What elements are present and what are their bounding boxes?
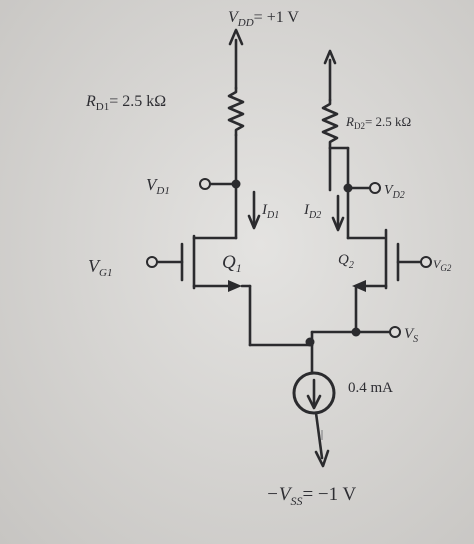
resistor-rd1 [227, 86, 245, 137]
vg2-label: VG2 [433, 257, 452, 273]
vd2-label: VD2 [384, 183, 405, 201]
vs-label: VS [404, 326, 418, 345]
vs-terminal [389, 326, 401, 338]
vg2-terminal [420, 256, 432, 268]
q1-source-arrow [228, 280, 242, 292]
vd1-junction-dot [231, 179, 241, 189]
rd1-label: RD1= 2.5 kΩ [85, 93, 166, 113]
q1-label: Q1 [222, 252, 242, 275]
vg1-terminal [146, 256, 158, 268]
resistor-rd2 [321, 98, 339, 150]
id1-arrow [247, 190, 261, 230]
vdd-left-arrow [228, 28, 244, 90]
current-source [292, 371, 336, 415]
transistor-q1 [146, 234, 242, 292]
vdd-label: VDD= +1 V [228, 9, 299, 29]
vss-label: −VSS= −1 V [266, 484, 357, 508]
vg1-label: VG1 [88, 256, 112, 279]
vd2-terminal [369, 182, 381, 194]
current-source-label: 0.4 mA [348, 380, 393, 396]
vd1-label: VD1 [146, 175, 170, 197]
id1-label: ID1 [261, 202, 279, 221]
vss-arrow [314, 449, 330, 468]
id2-label: ID2 [303, 202, 321, 221]
vdd-right-arrow [323, 49, 337, 102]
vd2-junction-dot [343, 183, 353, 193]
current-source-bottom-wire [314, 411, 324, 460]
rd2-label: RD2= 2.5 kΩ [345, 114, 411, 131]
id2-arrow [331, 194, 345, 232]
transistor-q2 [346, 228, 432, 292]
q2-source-arrow [352, 280, 366, 292]
q2-label: Q2 [338, 252, 354, 271]
vd1-terminal [199, 178, 211, 190]
vs-junction-dot [351, 327, 361, 337]
